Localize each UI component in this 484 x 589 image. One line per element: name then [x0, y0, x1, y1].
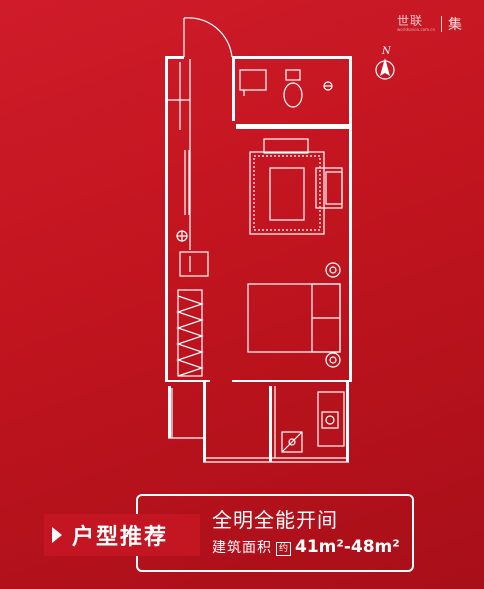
area-info: 建筑面积 约 41m²-48m² — [212, 537, 400, 557]
toilet-icon — [283, 69, 303, 108]
stove-icon — [321, 411, 339, 429]
arrow-right-icon — [52, 527, 62, 543]
area-label: 建筑面积 — [212, 540, 272, 556]
area-approx: 约 — [276, 542, 292, 556]
balcony — [168, 382, 349, 463]
promo-badge: 户型推荐 — [44, 514, 200, 556]
brand-text: 世联 worldunion.com.cn — [397, 15, 435, 33]
sink-icon — [281, 431, 303, 453]
brand-subtitle: worldunion.com.cn — [397, 27, 435, 32]
area-value: 41m²-48m² — [295, 537, 400, 557]
compass-letter: N — [381, 46, 392, 57]
brand-mark: 集 — [448, 17, 462, 33]
compass-icon — [375, 58, 395, 80]
outer-walls — [165, 56, 352, 382]
kitchen — [281, 391, 345, 453]
wardrobe-icon — [176, 289, 204, 377]
brand-name: 世联 — [397, 14, 424, 28]
corridor — [168, 59, 209, 277]
promo-tag: 户型推荐 — [72, 525, 169, 550]
sofa-icon — [249, 138, 343, 235]
bathroom — [232, 59, 352, 129]
brand-divider — [441, 16, 442, 32]
brand-logo: 世联 worldunion.com.cn 集 — [397, 14, 462, 34]
door-swing-icon — [183, 17, 233, 58]
bed-icon — [247, 262, 341, 368]
promo-headline: 全明全能开间 — [212, 508, 338, 532]
